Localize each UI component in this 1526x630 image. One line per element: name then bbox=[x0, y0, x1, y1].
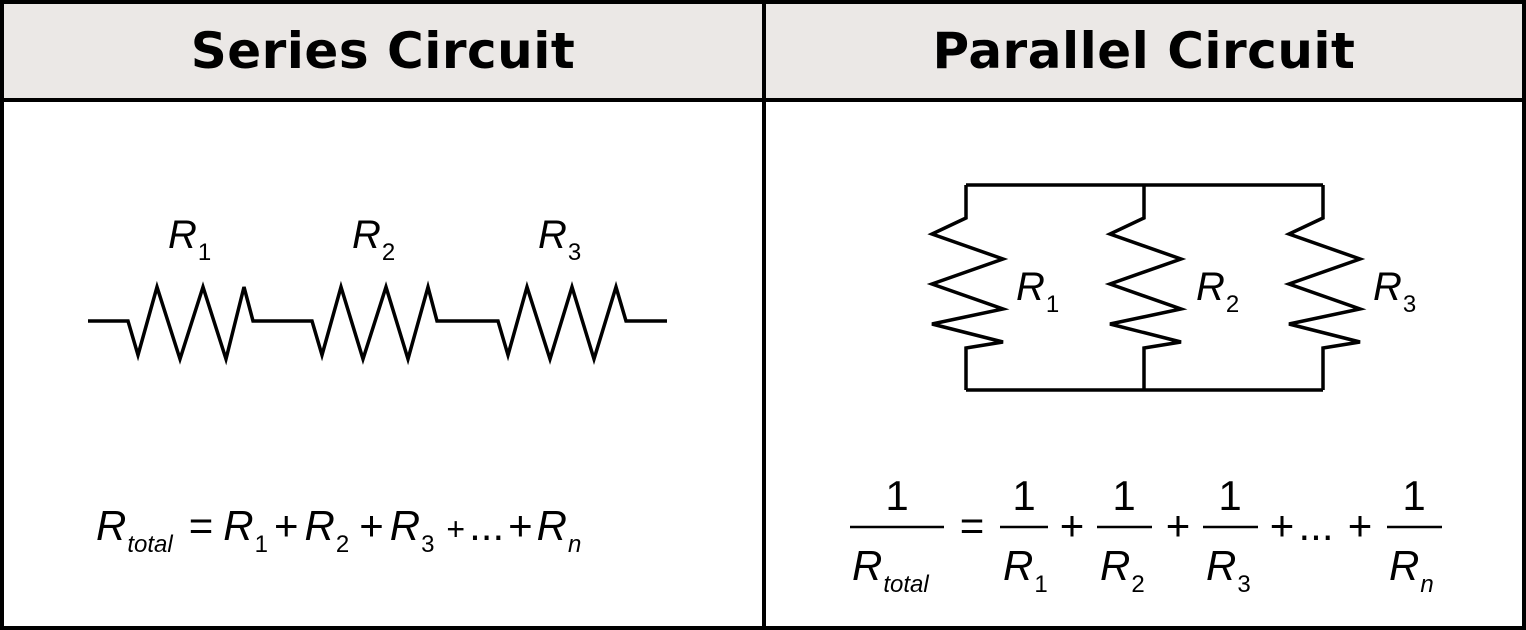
parallel-circuit bbox=[926, 183, 1367, 392]
numerator-r3: 1 bbox=[1218, 472, 1241, 519]
parallel-branch-3 bbox=[1283, 185, 1367, 390]
parallel-header-text: Parallel Circuit bbox=[932, 22, 1356, 80]
parallel-labels: R1 R2 R3 bbox=[1016, 265, 1416, 318]
numerator-rn: 1 bbox=[1402, 472, 1425, 519]
parallel-label-r2: R2 bbox=[1196, 265, 1239, 318]
numerator-lhs: 1 bbox=[885, 472, 908, 519]
series-wire bbox=[88, 280, 667, 366]
series-label-r1: R1 bbox=[168, 213, 211, 266]
series-labels: R1 R2 R3 bbox=[168, 213, 581, 266]
parallel-label-r3: R3 bbox=[1373, 265, 1416, 318]
column-divider bbox=[762, 4, 766, 626]
plus-2: + bbox=[1166, 502, 1191, 549]
series-formula: Rtotal=R1+R2+R3+...+Rn bbox=[96, 502, 581, 558]
parallel-label-r1: R1 bbox=[1016, 265, 1059, 318]
series-header-text: Series Circuit bbox=[190, 22, 576, 80]
series-label-r2: R2 bbox=[352, 213, 395, 266]
denominator-r1: R1 bbox=[1003, 542, 1048, 598]
plus-1: + bbox=[1060, 502, 1085, 549]
series-circuit bbox=[88, 280, 667, 366]
series-formula-text: Rtotal=R1+R2+R3+...+Rn bbox=[96, 502, 581, 558]
parallel-formula: 1 1 1 1 1 = + + + ... + Rtotal R1 R2 R3 … bbox=[850, 472, 1442, 598]
ellipsis: ... bbox=[1298, 502, 1333, 549]
parallel-header: Parallel Circuit bbox=[766, 4, 1522, 102]
plus-3: + bbox=[1270, 502, 1295, 549]
series-header: Series Circuit bbox=[4, 4, 762, 102]
numerator-r1: 1 bbox=[1012, 472, 1035, 519]
denominator-rn: Rn bbox=[1389, 542, 1434, 598]
equals-sign: = bbox=[960, 502, 985, 549]
numerator-r2: 1 bbox=[1112, 472, 1135, 519]
parallel-branch-2 bbox=[1104, 185, 1188, 390]
denominator-r3: R3 bbox=[1206, 542, 1251, 598]
denominator-r2: R2 bbox=[1100, 542, 1145, 598]
plus-4: + bbox=[1348, 502, 1373, 549]
denominator-lhs: Rtotal bbox=[852, 542, 929, 598]
parallel-branch-1 bbox=[926, 185, 1010, 390]
series-label-r3: R3 bbox=[538, 213, 581, 266]
